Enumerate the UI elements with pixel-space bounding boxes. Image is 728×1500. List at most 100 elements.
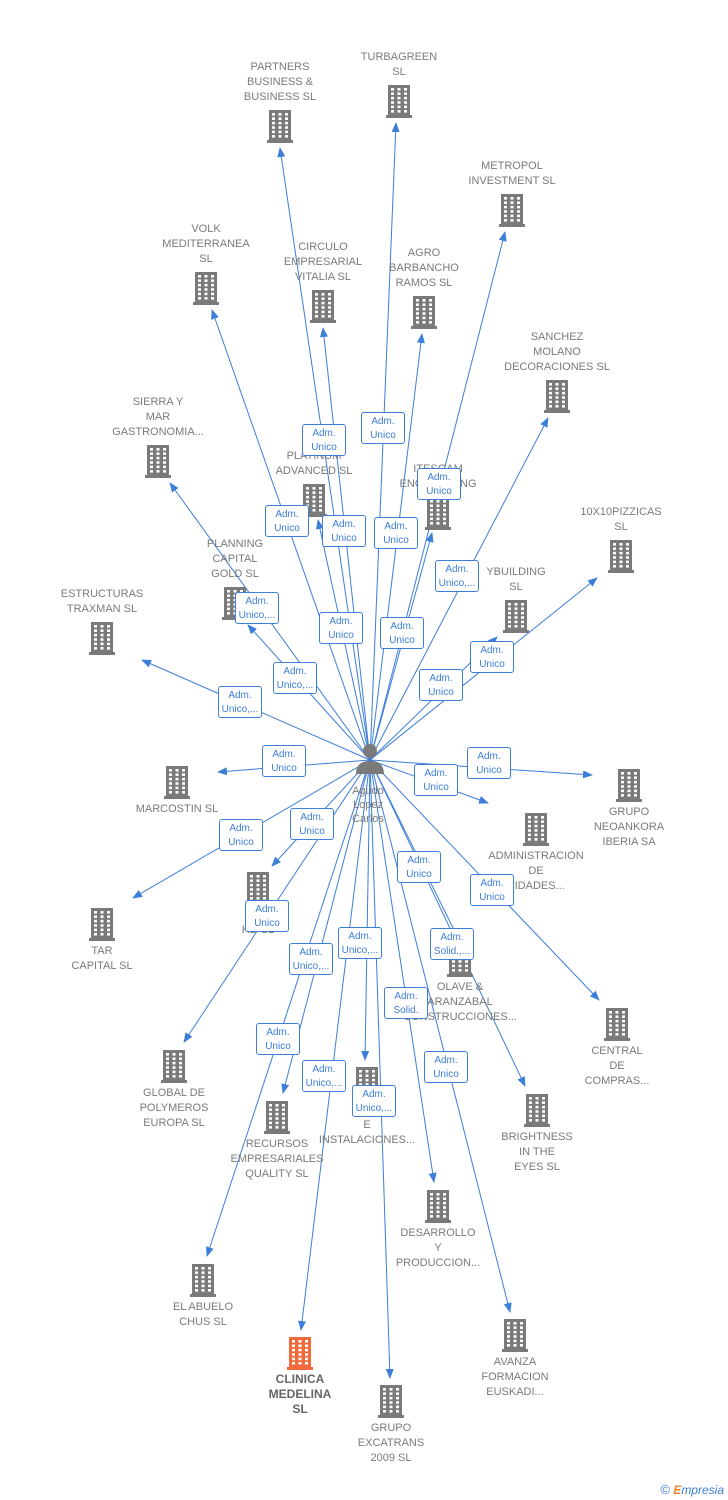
relation-badge[interactable]: Adm.Unico <box>424 1051 468 1083</box>
relation-badge[interactable]: Adm. Unico <box>290 808 334 840</box>
relation-badge[interactable]: Adm.Unico,... <box>302 1060 346 1092</box>
badge-line: Adm. <box>332 519 356 530</box>
relation-badge[interactable]: Adm.Unico <box>322 515 366 547</box>
company-node-desarrollo[interactable]: DESARROLLOYPRODUCCION... <box>396 1190 480 1269</box>
relation-badge[interactable]: Adm.Unico <box>397 851 441 883</box>
badge-line: Adm. <box>245 596 269 607</box>
badge-line: Unico,... <box>341 945 379 956</box>
node-label-line: CONSTRUCCIONES... <box>403 1011 517 1023</box>
relation-badge[interactable]: Adm.Unico,... <box>218 686 262 718</box>
relation-badge[interactable]: Adm.Unico <box>245 900 289 932</box>
badge-line: Solid. <box>393 1005 419 1016</box>
node-label-line: GRUPO <box>609 806 650 818</box>
company-node-olave[interactable]: OLAVE &ARANZABALCONSTRUCCIONES... <box>403 944 517 1023</box>
relation-badge[interactable]: Adm.Unico <box>302 424 346 456</box>
company-node-avanza[interactable]: AVANZAFORMACIONEUSKADI... <box>481 1319 549 1398</box>
relation-badge[interactable]: Adm.Unico <box>262 745 306 777</box>
badge-line: Unico <box>299 826 325 837</box>
relation-badge[interactable]: Adm.Solid. <box>384 987 428 1019</box>
relation-badge[interactable]: Adm.Unico <box>419 669 463 701</box>
node-label-line: ADMINISTRACION <box>488 850 583 862</box>
badge-line: Unico <box>265 1041 291 1052</box>
company-node-sierra[interactable]: SIERRA YMARGASTRONOMIA... <box>112 396 204 478</box>
relation-badge[interactable]: Adm.Unico <box>374 517 418 549</box>
relation-badge[interactable]: Adm.Unico,... <box>352 1085 396 1117</box>
node-label-line: E <box>363 1119 370 1131</box>
relation-badge[interactable]: Adm.Unico,... <box>273 662 317 694</box>
node-label-line: MARCOSTIN SL <box>136 803 219 815</box>
node-label-line: EXCATRANS <box>358 1437 424 1449</box>
building-icon <box>378 1385 404 1418</box>
building-icon <box>193 272 219 305</box>
badge-line: Adm. <box>300 812 324 823</box>
relation-badge[interactable]: Adm.Unico <box>417 468 461 500</box>
badge-line: Unico <box>479 659 505 670</box>
badge-line: Unico <box>426 486 452 497</box>
relation-badge[interactable]: Adm.Solid.,... <box>430 928 474 960</box>
badge-line: Adm. <box>362 1089 386 1100</box>
brand-initial: E <box>673 1483 682 1497</box>
company-node-marcostin[interactable]: MARCOSTIN SL <box>136 766 219 815</box>
relation-badge[interactable]: Adm.Unico <box>319 612 363 644</box>
relation-badge[interactable]: Adm.Unico <box>256 1023 300 1055</box>
node-label-line: EUSKADI... <box>486 1386 543 1398</box>
center-label-line: Agudo <box>352 785 384 797</box>
node-label-line: MAR <box>146 411 171 423</box>
relation-badge[interactable]: Adm.Unico,... <box>289 943 333 975</box>
badge-line: Unico <box>311 442 337 453</box>
company-node-central[interactable]: CENTRALDECOMPRAS... <box>585 1008 650 1087</box>
relation-badge[interactable]: Adm.Unico <box>467 747 511 779</box>
node-label-line: BUSINESS & <box>247 76 314 88</box>
relation-badge[interactable]: Adm.Unico <box>470 641 514 673</box>
node-label-line: DESARROLLO <box>400 1227 476 1239</box>
badge-line: Adm. <box>445 564 469 575</box>
badge-line: Unico <box>479 892 505 903</box>
relation-badge[interactable]: Adm.Unico,... <box>235 592 279 624</box>
relation-badge[interactable]: Adm.Unico <box>414 764 458 796</box>
relation-badge[interactable]: Adm.Unico,... <box>435 560 479 592</box>
node-label-line: AVANZA <box>494 1356 537 1368</box>
node-label-line: VITALIA SL <box>295 271 351 283</box>
relation-badge[interactable]: Adm.Unico,... <box>338 927 382 959</box>
node-label-line: BRIGHTNESS <box>501 1131 573 1143</box>
node-label-line: CENTRAL <box>591 1045 642 1057</box>
node-label-line: INSTALACIONES... <box>319 1134 415 1146</box>
node-label-line: EMPRESARIALES <box>231 1153 324 1165</box>
edge-desarrollo <box>369 759 437 1183</box>
building-icon <box>425 1190 451 1223</box>
relation-badge[interactable]: Adm.Unico <box>361 412 405 444</box>
building-icon <box>164 766 190 799</box>
relation-badge[interactable]: Adm.Unico <box>219 819 263 851</box>
node-label-line: MEDITERRANEA <box>162 238 250 250</box>
relation-badge[interactable]: Adm.Unico <box>470 874 514 906</box>
relation-badge[interactable]: Adm.Unico <box>265 505 309 537</box>
node-label-line: DE <box>609 1060 624 1072</box>
relation-badge[interactable]: Adm.Unico <box>380 617 424 649</box>
building-icon <box>411 296 437 329</box>
node-label-line: PRODUCCION... <box>396 1257 480 1269</box>
badge-line: Unico,... <box>221 704 259 715</box>
badge-line: Adm. <box>407 855 431 866</box>
company-node-administracion[interactable]: ADMINISTRACIONDEVIDADES... <box>488 813 584 892</box>
node-label-line: CLINICA <box>276 1372 325 1386</box>
